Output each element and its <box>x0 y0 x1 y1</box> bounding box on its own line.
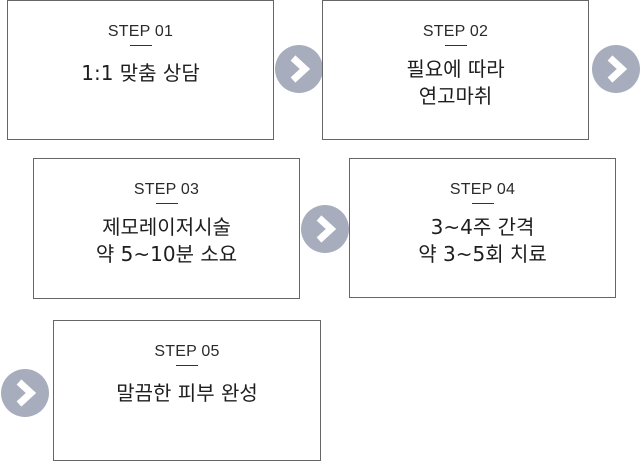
step-04-title: 3~4주 간격 약 3~5회 치료 <box>350 214 615 268</box>
step-03-title-line-1: 제모레이저시술 <box>102 215 231 239</box>
step-01-title-line-1: 1:1 맞춤 상담 <box>81 61 200 85</box>
step-02-label: STEP 02 <box>422 23 489 40</box>
step-01-label: STEP 01 <box>107 23 174 40</box>
step-05-divider <box>176 365 198 366</box>
step-03-divider <box>155 203 178 204</box>
chevron-right-icon <box>290 55 311 83</box>
arrow-step-02-to-03 <box>592 45 640 93</box>
arrow-step-01-to-02 <box>275 45 323 93</box>
step-04-box: STEP 04 3~4주 간격 약 3~5회 치료 <box>349 158 616 298</box>
step-02-divider <box>444 45 467 46</box>
step-04-label: STEP 04 <box>449 181 516 198</box>
step-04-title-line-2: 약 3~5회 치료 <box>418 242 547 266</box>
step-05-box: STEP 05 말끔한 피부 완성 <box>53 320 321 461</box>
chevron-right-icon <box>607 55 628 83</box>
arrow-step-03-to-04 <box>301 205 349 253</box>
step-02-title-line-1: 필요에 따라 <box>406 57 505 81</box>
step-02-title-line-2: 연고마취 <box>418 84 493 108</box>
chevron-right-icon <box>16 379 37 407</box>
step-03-title-line-2: 약 5~10분 소요 <box>95 242 238 266</box>
step-02-title: 필요에 따라 연고마취 <box>323 56 588 110</box>
step-05-label: STEP 05 <box>154 343 220 360</box>
step-05-title: 말끔한 피부 완성 <box>54 380 320 407</box>
step-03-box: STEP 03 제모레이저시술 약 5~10분 소요 <box>33 158 300 299</box>
step-05-title-line-1: 말끔한 피부 완성 <box>116 381 258 405</box>
arrow-step-04-to-05 <box>1 369 49 417</box>
chevron-right-icon <box>316 215 337 243</box>
step-03-label: STEP 03 <box>133 181 200 198</box>
step-01-divider <box>129 45 152 46</box>
step-04-title-line-1: 3~4주 간격 <box>430 215 535 239</box>
step-03-title: 제모레이저시술 약 5~10분 소요 <box>34 214 299 268</box>
step-01-title: 1:1 맞춤 상담 <box>8 60 273 87</box>
step-01-box: STEP 01 1:1 맞춤 상담 <box>7 0 274 140</box>
step-02-box: STEP 02 필요에 따라 연고마취 <box>322 0 589 140</box>
step-04-divider <box>471 203 494 204</box>
